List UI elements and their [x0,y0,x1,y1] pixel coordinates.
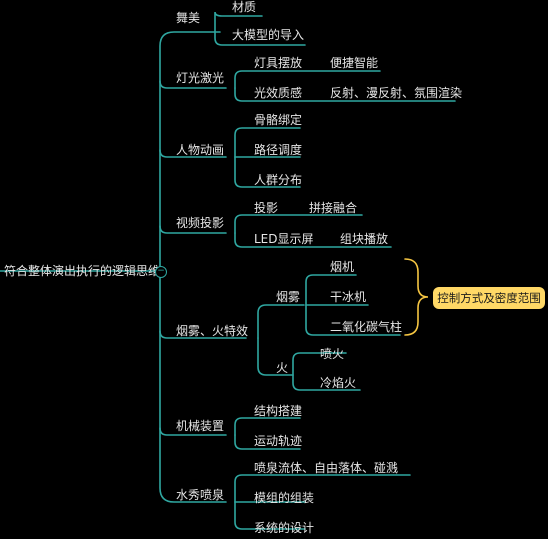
node-jiegou[interactable]: 结构搭建 [254,404,303,418]
node-lengyanhuo[interactable]: 冷焰火 [320,376,357,390]
node-shipin[interactable]: 视频投影 [176,216,225,230]
spine-root [159,31,221,272]
node-touying[interactable]: 投影 [254,201,279,215]
node-huo[interactable]: 火 [276,361,289,375]
collapse-toggle-icon[interactable]: − [155,266,167,278]
node-yanwu[interactable]: 烟雾 [276,290,301,304]
node-wumei[interactable]: 舞美 [176,11,201,25]
spine-root-down [159,270,227,503]
summary-callout[interactable]: 控制方式及密度范围 [433,287,545,309]
node-eryanghuatan[interactable]: 二氧化碳气柱 [330,320,403,334]
node-renwu[interactable]: 人物动画 [176,143,225,157]
node-caizhi[interactable]: 材质 [232,0,257,14]
node-guangxiao[interactable]: 光效质感 [254,86,303,100]
node-yundong[interactable]: 运动轨迹 [254,434,303,448]
node-mozu[interactable]: 模组的组装 [254,491,315,505]
node-shuixiu[interactable]: 水秀喷泉 [176,488,225,502]
node-dengju[interactable]: 灯具摆放 [254,56,303,70]
node-renqunfenbu[interactable]: 人群分布 [254,173,303,187]
link-dengguang [159,80,227,89]
node-xitong[interactable]: 系统的设计 [254,521,315,535]
node-lujingdiaodu[interactable]: 路径调度 [254,143,303,157]
node-bianjie[interactable]: 便捷智能 [330,56,379,70]
link-yanwu [159,330,247,339]
node-dengguang[interactable]: 灯光激光 [176,71,225,85]
node-jixie[interactable]: 机械装置 [176,419,225,433]
node-led[interactable]: LED显示屏 [254,232,314,246]
node-damoxing[interactable]: 大模型的导入 [232,28,305,42]
link-jixie [159,427,227,436]
node-pinjie[interactable]: 拼接融合 [309,201,358,215]
node-penhuo[interactable]: 喷火 [320,347,345,361]
link-renwu [159,149,227,158]
summary-bracket [404,258,429,336]
node-zukuai[interactable]: 组块播放 [340,232,389,246]
node-yanwu-huo[interactable]: 烟雾、火特效 [176,324,249,338]
root-node[interactable]: 符合整体演出执行的逻辑思维 [4,264,161,278]
node-fanshe[interactable]: 反射、漫反射、氛围渲染 [330,86,463,100]
link-shipin [159,225,227,234]
node-ganbingji[interactable]: 干冰机 [330,290,367,304]
node-yanji[interactable]: 烟机 [330,260,355,274]
node-gugebangding[interactable]: 骨骼绑定 [254,113,303,127]
node-liuti[interactable]: 喷泉流体、自由落体、碰溅 [254,461,399,475]
